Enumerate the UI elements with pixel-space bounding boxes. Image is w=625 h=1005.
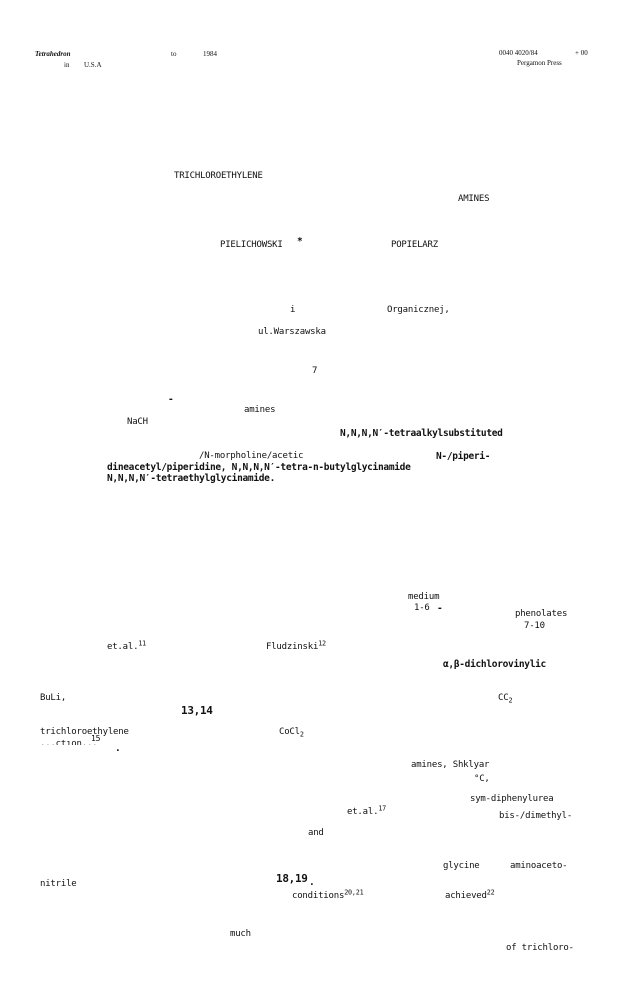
abstract-line-3: N,N,N,N′-tetraethylglycinamide. [107, 473, 276, 484]
author-1: PIELICHOWSKI [220, 240, 283, 250]
body-range: 1-6 [414, 603, 430, 613]
affiliation-street: ul.Warszawska [258, 327, 326, 337]
affiliation-numeral: i [290, 305, 296, 315]
body-aminoaceto: aminoaceto- [510, 861, 568, 871]
abstract-line-2: dineacetyl/piperidine, N,N,N,N′-tetra-n-… [107, 462, 411, 473]
abstract-nah: NaCH [127, 417, 148, 427]
title-line-2: AMINES [458, 194, 490, 204]
journal-name: Tetrahedron [35, 50, 71, 58]
affiliation-institute: Organicznej, [387, 305, 450, 315]
body-much: much [230, 929, 251, 939]
author-star: * [297, 236, 303, 247]
body-buli: BuLi, [40, 693, 67, 703]
affiliation-number: 7 [312, 366, 318, 376]
body-degrees: °C, [474, 774, 490, 784]
author-2: POPIELARZ [391, 240, 438, 250]
header-printed-in: in [64, 61, 70, 69]
body-phenolates: phenolates [515, 609, 568, 619]
body-ref-18-19: 18,19 [276, 872, 308, 885]
abstract-tetraalkyl: N,N,N,N′-tetraalkylsubstituted [340, 428, 503, 439]
body-conditions: conditions20,21 [292, 888, 364, 901]
body-dot: . [115, 743, 121, 754]
header-price: + 00 [575, 49, 588, 57]
body-achieved: achieved22 [445, 888, 495, 901]
header-code: 0040 4020/84 [499, 49, 538, 57]
body-and: and [308, 828, 324, 838]
body-trichloroethylene: trichloroethylene [40, 727, 129, 737]
body-cc2: CC2 [498, 693, 513, 705]
body-bis-dimethyl: bis-/dimethyl- [499, 811, 573, 821]
body-fludzinski: Fludzinski12 [266, 639, 326, 652]
body-dichlorovinylic: α,β-dichlorovinylic [443, 659, 546, 670]
header-year: 1984 [203, 50, 217, 58]
body-ref-18-19-dot: . [309, 877, 315, 888]
body-of-trichloro: of trichloro- [506, 943, 574, 953]
title-line-1: TRICHLOROETHYLENE [174, 171, 263, 181]
body-ref-7-10: 7-10 [524, 621, 545, 631]
body-amines-shklyar: amines, Shklyar [411, 760, 490, 770]
body-glycine: glycine [443, 861, 480, 871]
body-etal-17: et.al.17 [347, 804, 387, 817]
body-etal-11: et.al.11 [107, 639, 147, 652]
body-ref-13-14: 13,14 [181, 704, 213, 717]
abstract-morpholine: /N-morpholine/acetic [199, 451, 304, 461]
body-ref-15-text: ...ction... [40, 739, 98, 749]
abstract-amines: amines [244, 405, 276, 415]
body-medium: medium [408, 592, 440, 602]
body-nitrile: nitrile [40, 879, 77, 889]
body-cocl2: CoCl2 [279, 727, 304, 739]
abstract-piperi: N-/piperi- [436, 451, 491, 462]
body-diphenylurea: sym-diphenylurea [470, 794, 554, 804]
header-to: to [171, 50, 177, 58]
body-range-dash: - [437, 603, 443, 614]
header-publisher: Pergamon Press [517, 59, 562, 67]
abstract-dash: - [168, 394, 174, 405]
header-country: U.S.A [84, 61, 102, 69]
body-ref-15: 15 [91, 734, 101, 743]
